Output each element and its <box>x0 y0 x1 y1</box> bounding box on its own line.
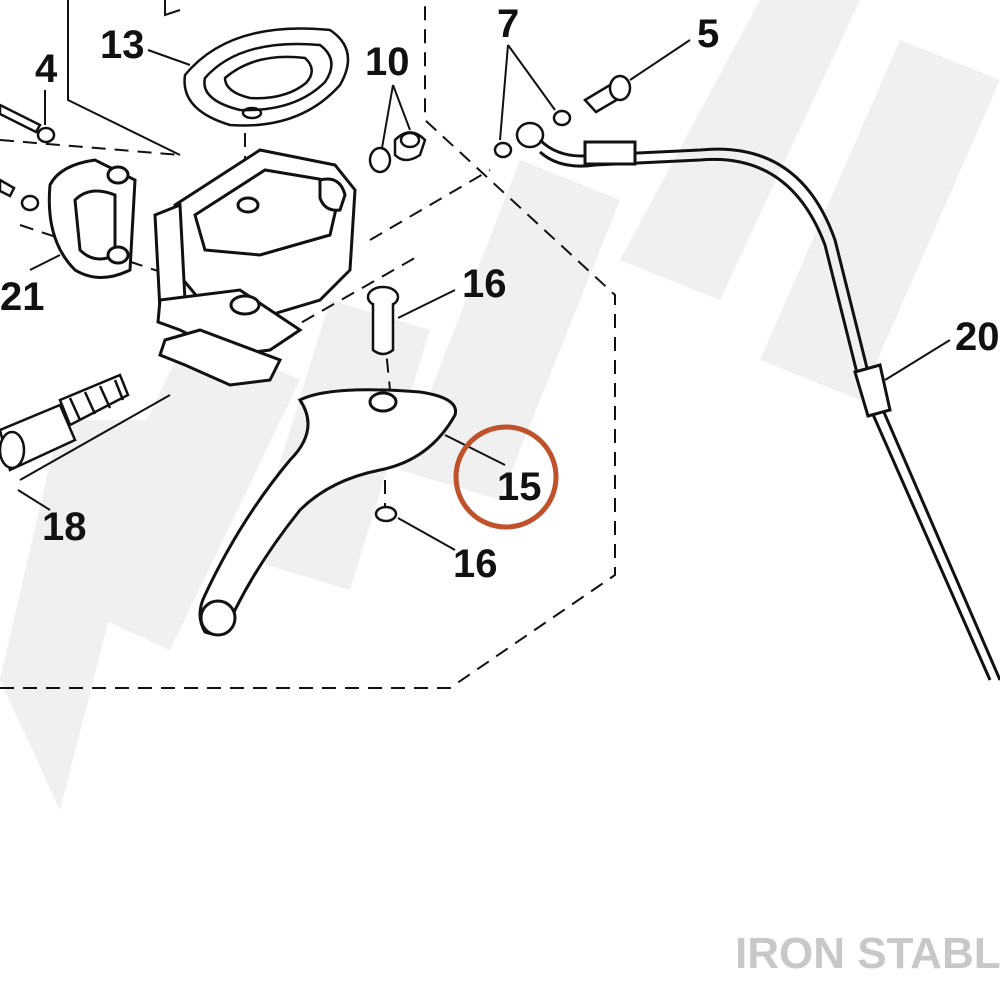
part-label-5: 5 <box>697 12 719 56</box>
part-label-7: 7 <box>497 2 519 46</box>
part-label-13: 13 <box>100 23 145 67</box>
retaining-clip-part <box>374 505 398 523</box>
brand-logo-text: IRON STABLE <box>735 929 1000 978</box>
handlebar-clamp-part <box>47 158 137 279</box>
part-label-15: 15 <box>497 465 542 509</box>
part-label-18: 18 <box>42 505 87 549</box>
brake-line-part <box>538 138 1000 681</box>
part-label-16-pin: 16 <box>462 262 507 306</box>
piston-spring-part <box>0 373 130 472</box>
bleeder-seal-part <box>368 131 427 174</box>
part-label-4: 4 <box>35 47 58 91</box>
part-label-20: 20 <box>955 315 1000 359</box>
part-label-16-clip: 16 <box>453 542 498 586</box>
clamp-screws-part <box>0 103 56 212</box>
leader-lines <box>17 0 951 551</box>
master-cylinder-housing <box>153 148 357 387</box>
clutch-lever-part <box>198 388 458 637</box>
highlight-circle <box>453 424 559 530</box>
reservoir-diaphragm-part <box>183 27 350 127</box>
banjo-fitting-part <box>493 74 632 159</box>
lever-pivot-pin-part <box>366 285 400 356</box>
part-label-21: 21 <box>0 275 45 319</box>
part-label-10: 10 <box>365 40 410 84</box>
